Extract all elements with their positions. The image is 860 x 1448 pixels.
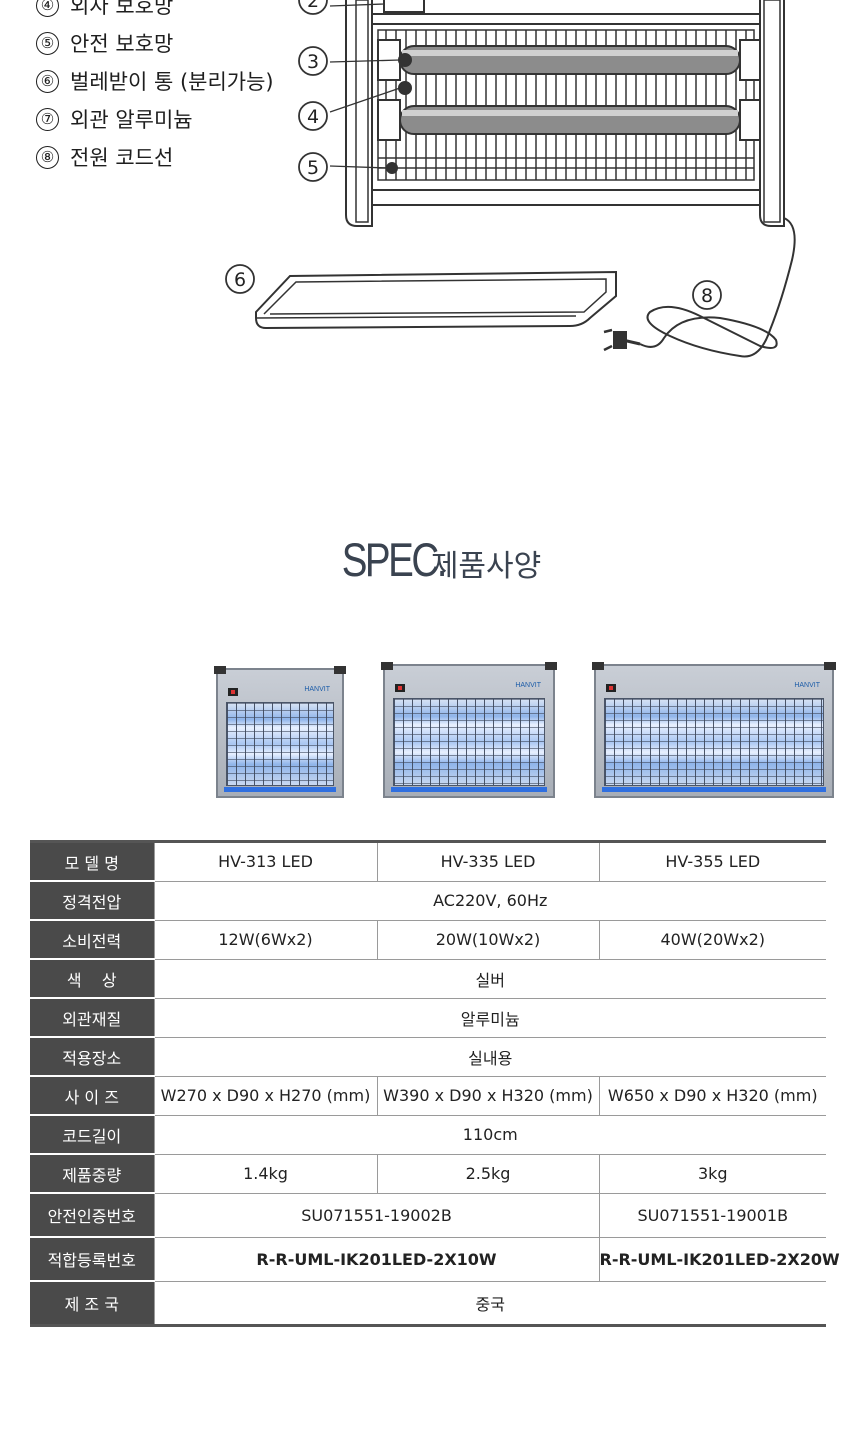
number-badge: ⑧ <box>36 145 59 169</box>
legend-label: 안전 보호망 <box>70 32 174 56</box>
brand-logo: HANVIT <box>304 686 330 693</box>
spec-row-label: 적용장소 <box>30 1037 154 1077</box>
brand-logo: HANVIT <box>794 682 820 689</box>
spec-row-label: 색 상 <box>30 959 154 999</box>
leader-lines <box>329 3 401 169</box>
power-switch-icon <box>606 684 616 692</box>
spec-cell: HV-355 LED <box>598 841 826 882</box>
spec-cell: R-R-UML-IK201LED-2X10W <box>153 1237 599 1282</box>
callout-label: 8 <box>701 285 713 307</box>
callout-5 <box>298 152 328 182</box>
spec-cell: 실버 <box>153 959 826 999</box>
callout-2 <box>298 0 328 15</box>
collection-tray-drawing <box>255 270 617 330</box>
spec-row-label: 안전인증번호 <box>30 1193 154 1238</box>
uv-lamp-grid <box>226 702 334 786</box>
spec-cell: 알루미늄 <box>153 998 826 1038</box>
spec-cell: W390 x D90 x H320 (mm) <box>376 1076 599 1116</box>
product-diagram: 2 3 4 5 6 8 <box>225 0 796 358</box>
uv-lamp-grid <box>393 698 545 786</box>
spec-row-label: 코드길이 <box>30 1115 154 1155</box>
spec-row-label: 모 델 명 <box>30 841 154 882</box>
power-cord-drawing <box>603 217 796 358</box>
spec-row-label: 정격전압 <box>30 881 154 921</box>
product-lineup: HANVIT HANVIT HANVIT <box>0 660 860 805</box>
spec-cell: W270 x D90 x H270 (mm) <box>153 1076 377 1116</box>
spec-cell: 12W(6Wx2) <box>153 920 377 960</box>
number-badge: ⑤ <box>36 31 59 55</box>
product-image-hv335: HANVIT <box>381 662 557 798</box>
power-switch-icon <box>228 688 238 696</box>
callout-circles <box>225 0 722 310</box>
number-badge: ⑦ <box>36 107 59 131</box>
spec-row-label: 소비전력 <box>30 920 154 960</box>
zapper-body-drawing <box>345 0 785 227</box>
parts-legend: ④ 외자 보호망 ⑤ 안전 보호망 ⑥ 벌레받이 통 (분리가능) ⑦ 외관 알… <box>36 0 274 176</box>
spec-heading: SPEC.제품사양 <box>0 532 860 587</box>
product-image-hv355: HANVIT <box>592 662 836 798</box>
legend-item: ⑤ 안전 보호망 <box>36 24 274 62</box>
spec-cell: HV-335 LED <box>376 841 599 882</box>
spec-cell: SU071551-19001B <box>598 1193 826 1238</box>
legend-label: 전원 코드선 <box>70 146 174 170</box>
callout-3 <box>298 46 328 76</box>
spec-cell: 2.5kg <box>376 1154 599 1194</box>
spec-cell: AC220V, 60Hz <box>153 881 826 921</box>
spec-cell: 실내용 <box>153 1037 826 1077</box>
legend-item: ④ 외자 보호망 <box>36 0 274 24</box>
spec-cell: 40W(20Wx2) <box>598 920 826 960</box>
spec-cell: R-R-UML-IK201LED-2X20W <box>598 1237 840 1282</box>
number-badge: ⑥ <box>36 69 59 93</box>
brand-logo: HANVIT <box>515 682 541 689</box>
legend-item: ⑥ 벌레받이 통 (분리가능) <box>36 62 274 100</box>
spec-title-ko: 제품사양 <box>430 549 542 584</box>
legend-label: 벌레받이 통 (분리가능) <box>70 70 274 94</box>
callout-label: 2 <box>307 0 319 12</box>
spec-row-label: 제 조 국 <box>30 1281 154 1326</box>
spec-cell: SU071551-19002B <box>153 1193 599 1238</box>
spec-cell: HV-313 LED <box>153 841 377 882</box>
spec-title-en: SPEC. <box>341 533 447 586</box>
spec-cell: 3kg <box>598 1154 826 1194</box>
callout-label: 6 <box>234 269 246 291</box>
spec-cell: 1.4kg <box>153 1154 377 1194</box>
callout-4 <box>298 101 328 131</box>
spec-cell: 중국 <box>153 1281 826 1326</box>
spec-row-label: 적합등록번호 <box>30 1237 154 1282</box>
spec-row-label: 제품중량 <box>30 1154 154 1194</box>
legend-item: ⑦ 외관 알루미늄 <box>36 100 274 138</box>
callout-8 <box>692 280 722 310</box>
product-image-hv313: HANVIT <box>214 666 346 798</box>
spec-cell: 20W(10Wx2) <box>376 920 599 960</box>
callout-label: 4 <box>307 106 319 128</box>
legend-label: 외관 알루미늄 <box>70 108 193 132</box>
callout-label: 3 <box>307 51 319 73</box>
legend-item: ⑧ 전원 코드선 <box>36 138 274 176</box>
callout-label: 5 <box>307 157 319 179</box>
spec-row-label: 외관재질 <box>30 998 154 1038</box>
spec-cell: W650 x D90 x H320 (mm) <box>598 1076 826 1116</box>
number-badge: ④ <box>36 0 59 17</box>
callout-6 <box>225 264 255 294</box>
power-switch-icon <box>395 684 405 692</box>
uv-lamp-grid <box>604 698 824 786</box>
spec-row-label: 사 이 즈 <box>30 1076 154 1116</box>
legend-label: 외자 보호망 <box>70 0 174 18</box>
spec-cell: 110cm <box>153 1115 826 1155</box>
